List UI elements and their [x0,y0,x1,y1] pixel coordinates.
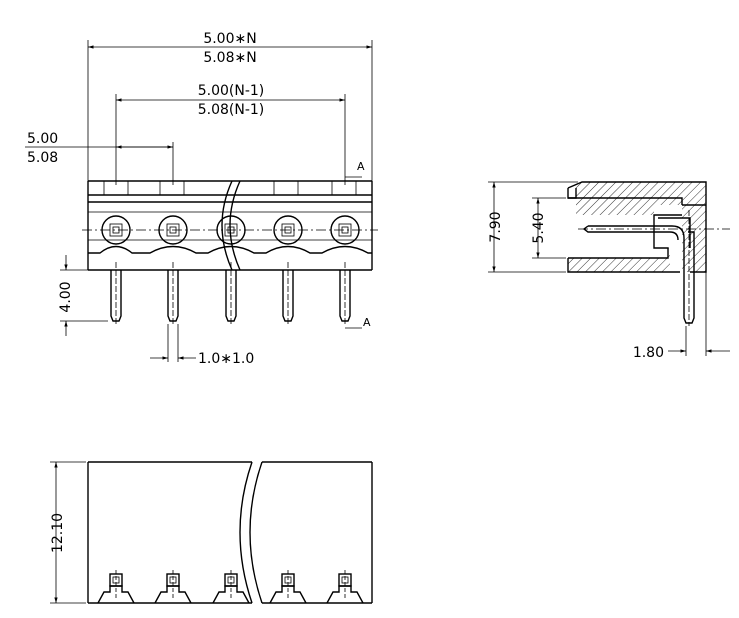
dimension-span: 5.00(N-1) 5.08(N-1) [115,83,346,185]
screw-head [216,215,246,245]
dimension-bottom-depth: 12.10 [50,461,86,604]
dimension-overall: 5.00∗N 5.08∗N [87,31,373,185]
side-view: 7.90 5.40 1.80 [488,181,730,361]
pin-length-label: 4.00 [58,281,74,312]
side-offset-label: 1.80 [633,345,664,361]
dimension-pin-length: 4.00 [58,255,108,336]
section-letter-top: A [357,160,365,173]
overall-label-b: 5.08∗N [203,50,256,66]
section-letter-bottom: A [363,316,371,329]
pitch-label-b: 5.08 [27,150,58,166]
screw-heads [101,215,360,245]
section-mark-bottom: A [345,316,371,329]
screw-head [330,215,360,245]
dimension-side-offset: 1.80 [633,272,730,361]
side-height-label: 7.90 [488,211,504,242]
side-inner-label: 5.40 [531,212,547,243]
connector-body-front [82,180,378,271]
dimension-pitch: 5.00 5.08 [25,131,174,185]
span-label-a: 5.00(N-1) [198,83,265,99]
overall-label-a: 5.00∗N [203,31,256,47]
pin-footprint [154,570,192,604]
bottom-view: 12.10 [50,461,373,604]
bottom-depth-label: 12.10 [50,513,66,553]
pin-footprint [326,570,364,604]
dimension-side-height: 7.90 [488,181,578,273]
pins [110,262,351,325]
span-label-b: 5.08(N-1) [198,102,265,118]
pin-footprints [97,570,364,604]
dimension-pin-section: 1.0∗1.0 [150,324,254,367]
pin-section-label: 1.0∗1.0 [198,351,254,367]
pin-footprint [97,570,135,604]
screw-head [158,215,188,245]
pitch-label-a: 5.00 [27,131,58,147]
screw-head [273,215,303,245]
front-view: 5.00∗N 5.08∗N 5.00(N-1) 5.08(N-1) 5.00 5… [25,31,378,367]
pin-footprint [269,570,307,604]
pin-footprint [212,570,250,604]
section-mark-top: A [345,160,365,178]
dimension-side-inner: 5.40 [531,197,566,259]
screw-head [101,215,131,245]
